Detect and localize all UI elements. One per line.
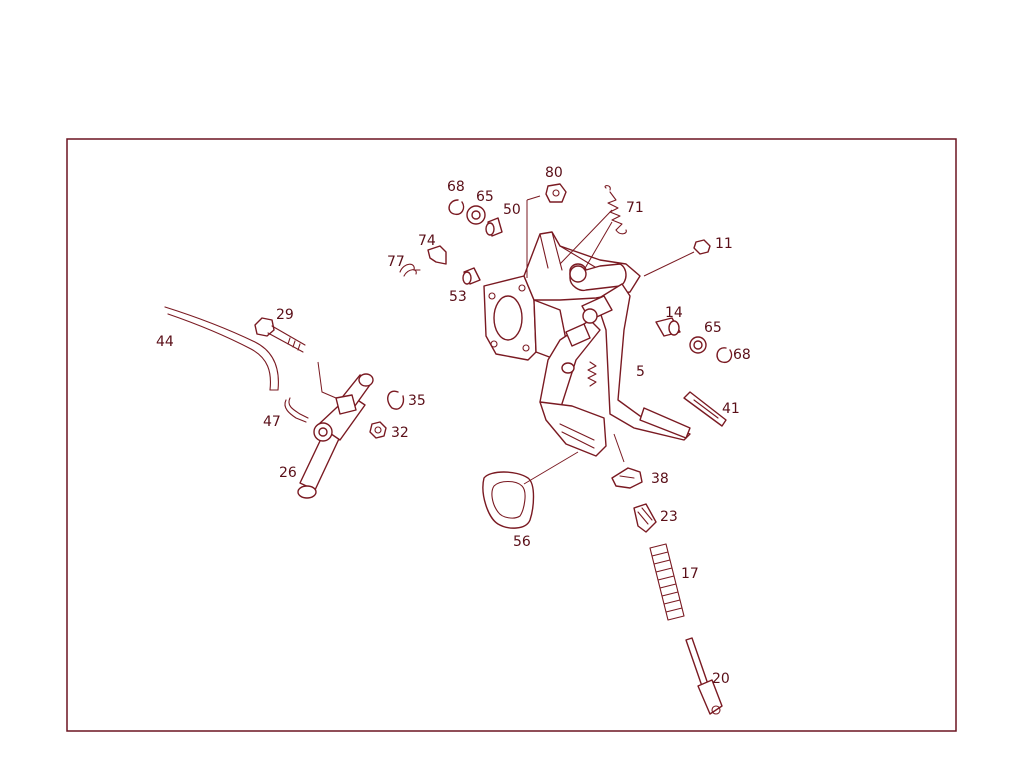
part-56-pedal-pad[interactable] (482, 471, 535, 529)
part-77-clip[interactable] (399, 263, 421, 277)
part-11-nut[interactable] (693, 239, 711, 255)
part-17-spring[interactable] (649, 543, 685, 621)
label-53: 53 (449, 289, 467, 305)
label-44: 44 (156, 334, 174, 350)
part-50-pedal-bracket[interactable] (483, 231, 691, 457)
label-41: 41 (722, 401, 740, 417)
part-47-hose-clip[interactable] (284, 397, 309, 423)
label-35: 35 (408, 393, 426, 409)
part-41-pad[interactable] (683, 391, 727, 427)
part-74-clip[interactable] (427, 245, 447, 265)
part-29-bolt[interactable] (254, 317, 306, 353)
part-20-switch-rod[interactable] (685, 637, 723, 715)
label-29: 29 (276, 307, 294, 323)
part-65-washer-right[interactable] (689, 336, 707, 354)
part-35-circlip[interactable] (387, 390, 405, 410)
label-38: 38 (651, 471, 669, 487)
part-23-cap[interactable] (633, 503, 657, 533)
label-47: 47 (263, 414, 281, 430)
part-53-bushing[interactable] (462, 267, 481, 285)
label-17: 17 (681, 566, 699, 582)
label-11: 11 (715, 236, 733, 252)
label-50: 50 (503, 202, 521, 218)
label-14: 14 (665, 305, 683, 321)
label-68-right: 68 (733, 347, 751, 363)
label-23: 23 (660, 509, 678, 525)
part-32-nut[interactable] (369, 421, 387, 439)
label-68-top: 68 (447, 179, 465, 195)
label-77: 77 (387, 254, 405, 270)
part-80-nut[interactable] (545, 183, 567, 203)
label-80: 80 (545, 165, 563, 181)
diagram-frame (66, 138, 957, 732)
part-26-master-cylinder[interactable] (297, 361, 374, 499)
label-56: 56 (513, 534, 531, 550)
part-71-spring[interactable] (604, 185, 627, 235)
label-26: 26 (279, 465, 297, 481)
label-71: 71 (626, 200, 644, 216)
label-20: 20 (712, 671, 730, 687)
part-38-clip[interactable] (611, 467, 643, 489)
part-bushing-top[interactable] (485, 217, 503, 237)
label-5: 5 (636, 364, 645, 380)
leader-lines (523, 195, 695, 485)
part-14-bushing[interactable] (655, 317, 681, 337)
label-74: 74 (418, 233, 436, 249)
label-32: 32 (391, 425, 409, 441)
part-68-circlip-top[interactable] (448, 199, 465, 216)
part-68-circlip-right[interactable] (716, 347, 733, 364)
label-65-top: 65 (476, 189, 494, 205)
part-44-hose[interactable] (164, 306, 279, 391)
label-65-right: 65 (704, 320, 722, 336)
part-65-washer-top[interactable] (466, 205, 486, 225)
part-labels: 68 65 80 50 71 74 77 53 11 29 44 14 65 6… (156, 165, 751, 687)
